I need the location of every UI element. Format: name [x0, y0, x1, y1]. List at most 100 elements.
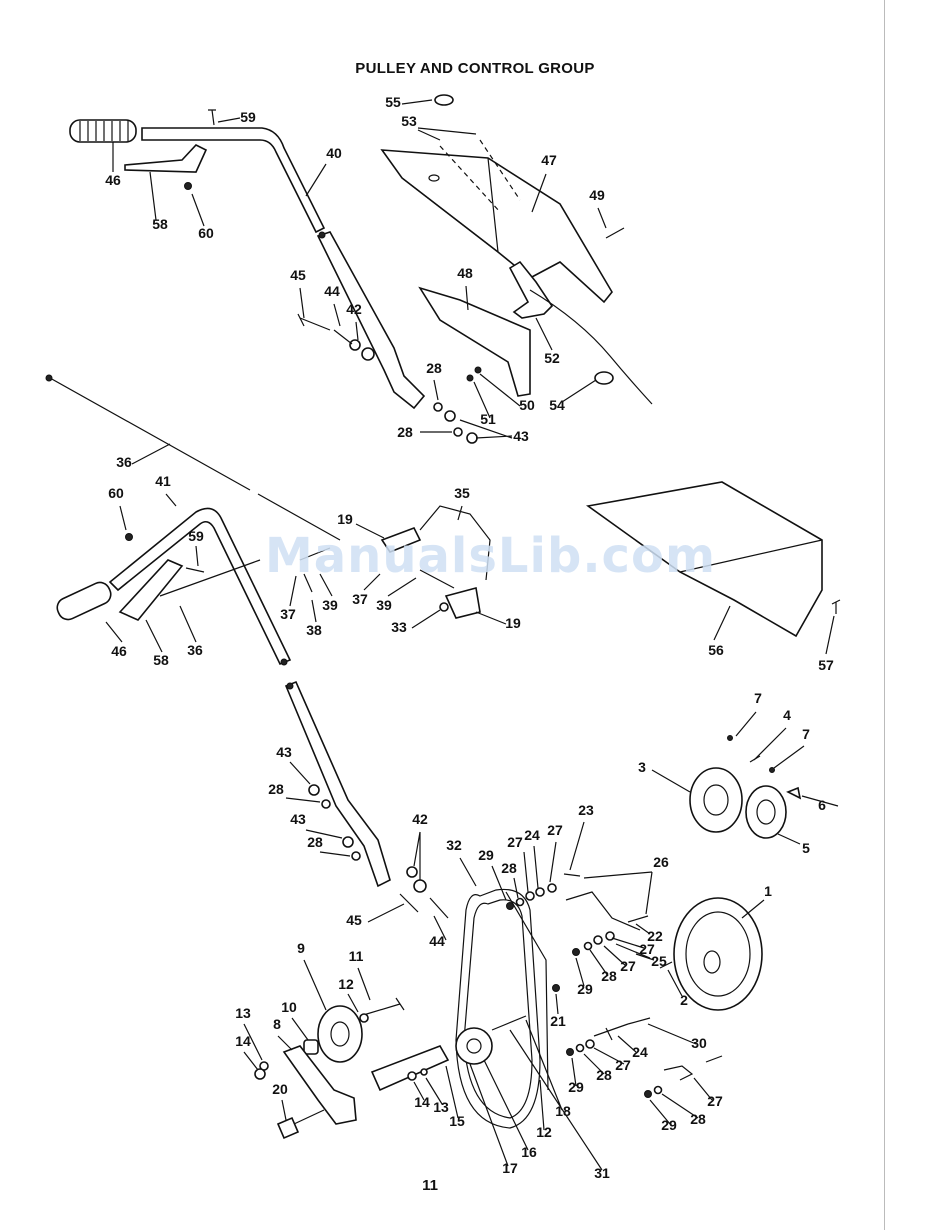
callout-44: 44: [429, 933, 445, 949]
idler-pulley-assembly: [254, 997, 405, 1140]
rod-38: [303, 573, 313, 593]
callout-57: 57: [818, 657, 834, 673]
callout-27: 27: [707, 1093, 723, 1109]
callout-14: 14: [414, 1094, 430, 1110]
callout-8: 8: [273, 1016, 281, 1032]
callout-33: 33: [391, 619, 407, 635]
callout-7: 7: [802, 726, 810, 742]
callout-42: 42: [346, 301, 362, 317]
screw-27g: [705, 1055, 723, 1063]
belt-guard-47: [380, 149, 613, 304]
spring-35: [419, 505, 491, 581]
callout-13: 13: [235, 1005, 251, 1021]
handle-tube-41: [108, 507, 292, 666]
callout-60: 60: [108, 485, 124, 501]
deflector-assembly: [585, 481, 841, 638]
callout-12: 12: [536, 1124, 552, 1140]
callout-31: 31: [594, 1165, 610, 1181]
callout-59: 59: [188, 528, 204, 544]
cable: [529, 289, 653, 405]
callout-35: 35: [454, 485, 470, 501]
callout-28: 28: [601, 968, 617, 984]
link-arm-24: [565, 891, 641, 931]
washer-42d: [413, 879, 427, 893]
callout-13: 13: [433, 1099, 449, 1115]
callout-50: 50: [519, 397, 535, 413]
callout-54: 54: [549, 397, 565, 413]
page-number: 11: [422, 1177, 438, 1194]
belt-guard-assembly: [380, 94, 653, 444]
link-plate-19b: [444, 587, 481, 619]
callout-59: 59: [240, 109, 256, 125]
pulley-3: [689, 767, 743, 833]
washer-28b: [453, 427, 463, 437]
callout-45: 45: [290, 267, 306, 283]
nut-29c: [566, 1048, 574, 1056]
callout-28: 28: [596, 1067, 612, 1083]
callout-10: 10: [281, 999, 297, 1015]
washer-12: [359, 1013, 369, 1023]
link-plate-19a: [380, 526, 422, 553]
callout-29: 29: [478, 847, 494, 863]
nut-60: [184, 182, 192, 190]
callout-49: 49: [589, 187, 605, 203]
washer-42b: [361, 347, 375, 361]
callout-36: 36: [116, 454, 132, 470]
callout-53: 53: [401, 113, 417, 129]
callout-56: 56: [708, 642, 724, 658]
nut-29b: [506, 902, 514, 910]
bolt-20: [276, 1116, 300, 1140]
washer-13b: [420, 1068, 428, 1076]
nut-29d: [644, 1090, 652, 1098]
control-rod-36: [49, 377, 341, 541]
callout-39: 39: [376, 597, 392, 613]
washer-27e: [585, 1039, 595, 1049]
idler-arm-15: [370, 1045, 450, 1092]
screw-49: [605, 227, 625, 239]
spacer-10: [303, 1039, 319, 1055]
screw-30: [627, 1017, 651, 1025]
callout-19: 19: [337, 511, 353, 527]
bolt-31: [491, 1015, 527, 1031]
callout-30: 30: [691, 1035, 707, 1051]
nut-50: [474, 366, 482, 374]
callout-41: 41: [155, 473, 171, 489]
nut-51: [466, 374, 474, 382]
callout-46: 46: [105, 172, 121, 188]
key-6: [786, 786, 802, 800]
pulley-9: [317, 1005, 363, 1063]
control-rod-assembly: [45, 374, 341, 666]
nut-60b: [125, 533, 133, 541]
callout-2: 2: [680, 992, 688, 1008]
spring-37: [299, 547, 331, 561]
link-24b: [593, 1023, 629, 1041]
page-fold-line: [884, 0, 885, 1230]
callout-12: 12: [338, 976, 354, 992]
bolt-44: [333, 329, 353, 345]
key-2: [659, 961, 673, 969]
nut-33: [439, 602, 449, 612]
callout-25: 25: [651, 953, 667, 969]
nut-43d: [342, 836, 354, 848]
callout-46: 46: [111, 643, 127, 659]
bracket-48: [418, 286, 531, 397]
grommet-54: [594, 371, 614, 385]
washer-24c: [535, 887, 545, 897]
plug-55: [434, 94, 454, 106]
bolt-45: [297, 313, 331, 331]
handle-tube-40: [141, 127, 326, 234]
callout-47: 47: [541, 152, 557, 168]
callout-9: 9: [297, 940, 305, 956]
nut-29a: [572, 948, 580, 956]
lever-58b: [118, 559, 184, 621]
callout-5: 5: [802, 840, 810, 856]
callout-29: 29: [661, 1117, 677, 1133]
callout-15: 15: [449, 1113, 465, 1129]
callout-38: 38: [306, 622, 322, 638]
screw-57: [831, 599, 841, 614]
idler-pulley-16: [455, 1027, 493, 1065]
callout-26: 26: [653, 854, 669, 870]
washer-42a: [349, 339, 361, 351]
bolt-44b: [429, 897, 449, 919]
nut-43c: [308, 784, 320, 796]
